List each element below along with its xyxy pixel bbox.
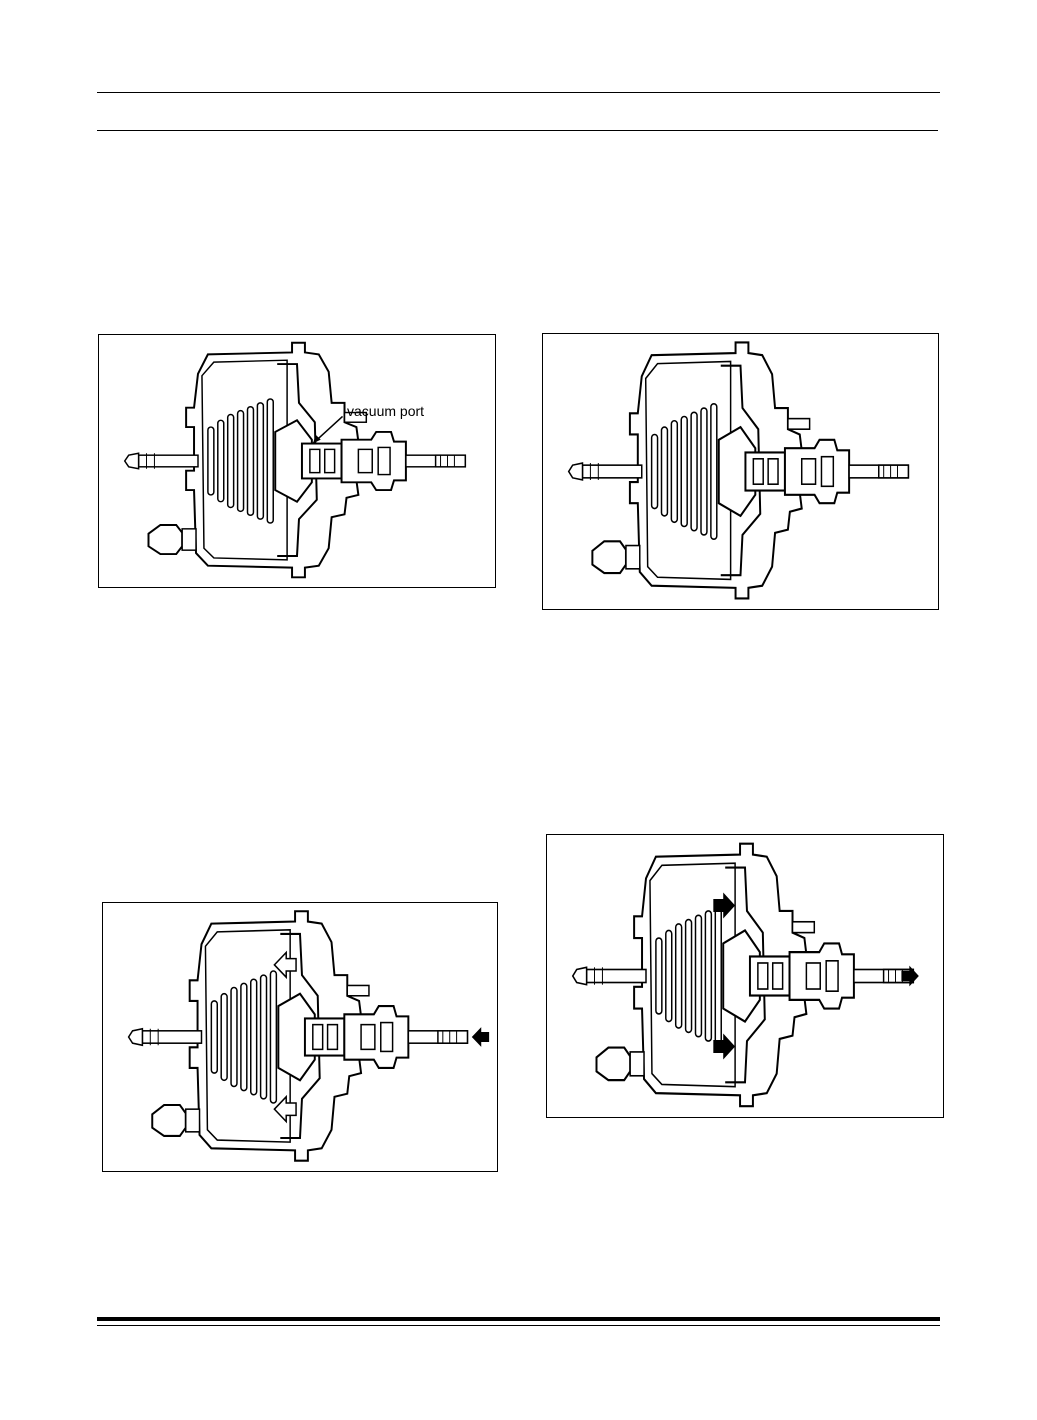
footer-rule-thick — [97, 1317, 940, 1321]
vacuum-port-label: vacuum port — [347, 403, 425, 419]
booster-cutaway-drawing — [567, 341, 910, 600]
left-arrow-icon — [273, 1096, 297, 1123]
header-rule-top — [97, 92, 940, 93]
booster-cutaway-drawing — [571, 842, 919, 1108]
booster-cutaway-drawing — [127, 910, 490, 1162]
left-arrow-icon — [273, 951, 297, 978]
booster-diagram-released — [542, 333, 939, 610]
footer-rule-thin — [97, 1325, 940, 1326]
booster-diagram-boost — [546, 834, 944, 1118]
right-arrow-icon — [713, 892, 736, 919]
booster-cutaway-drawing — [123, 341, 467, 579]
booster-diagram-applied — [102, 902, 498, 1172]
right-arrow-icon — [713, 1033, 736, 1060]
header-rule-bottom — [97, 130, 938, 131]
left-arrow-icon — [471, 1027, 490, 1047]
booster-diagram-rest: vacuum port — [98, 334, 496, 588]
